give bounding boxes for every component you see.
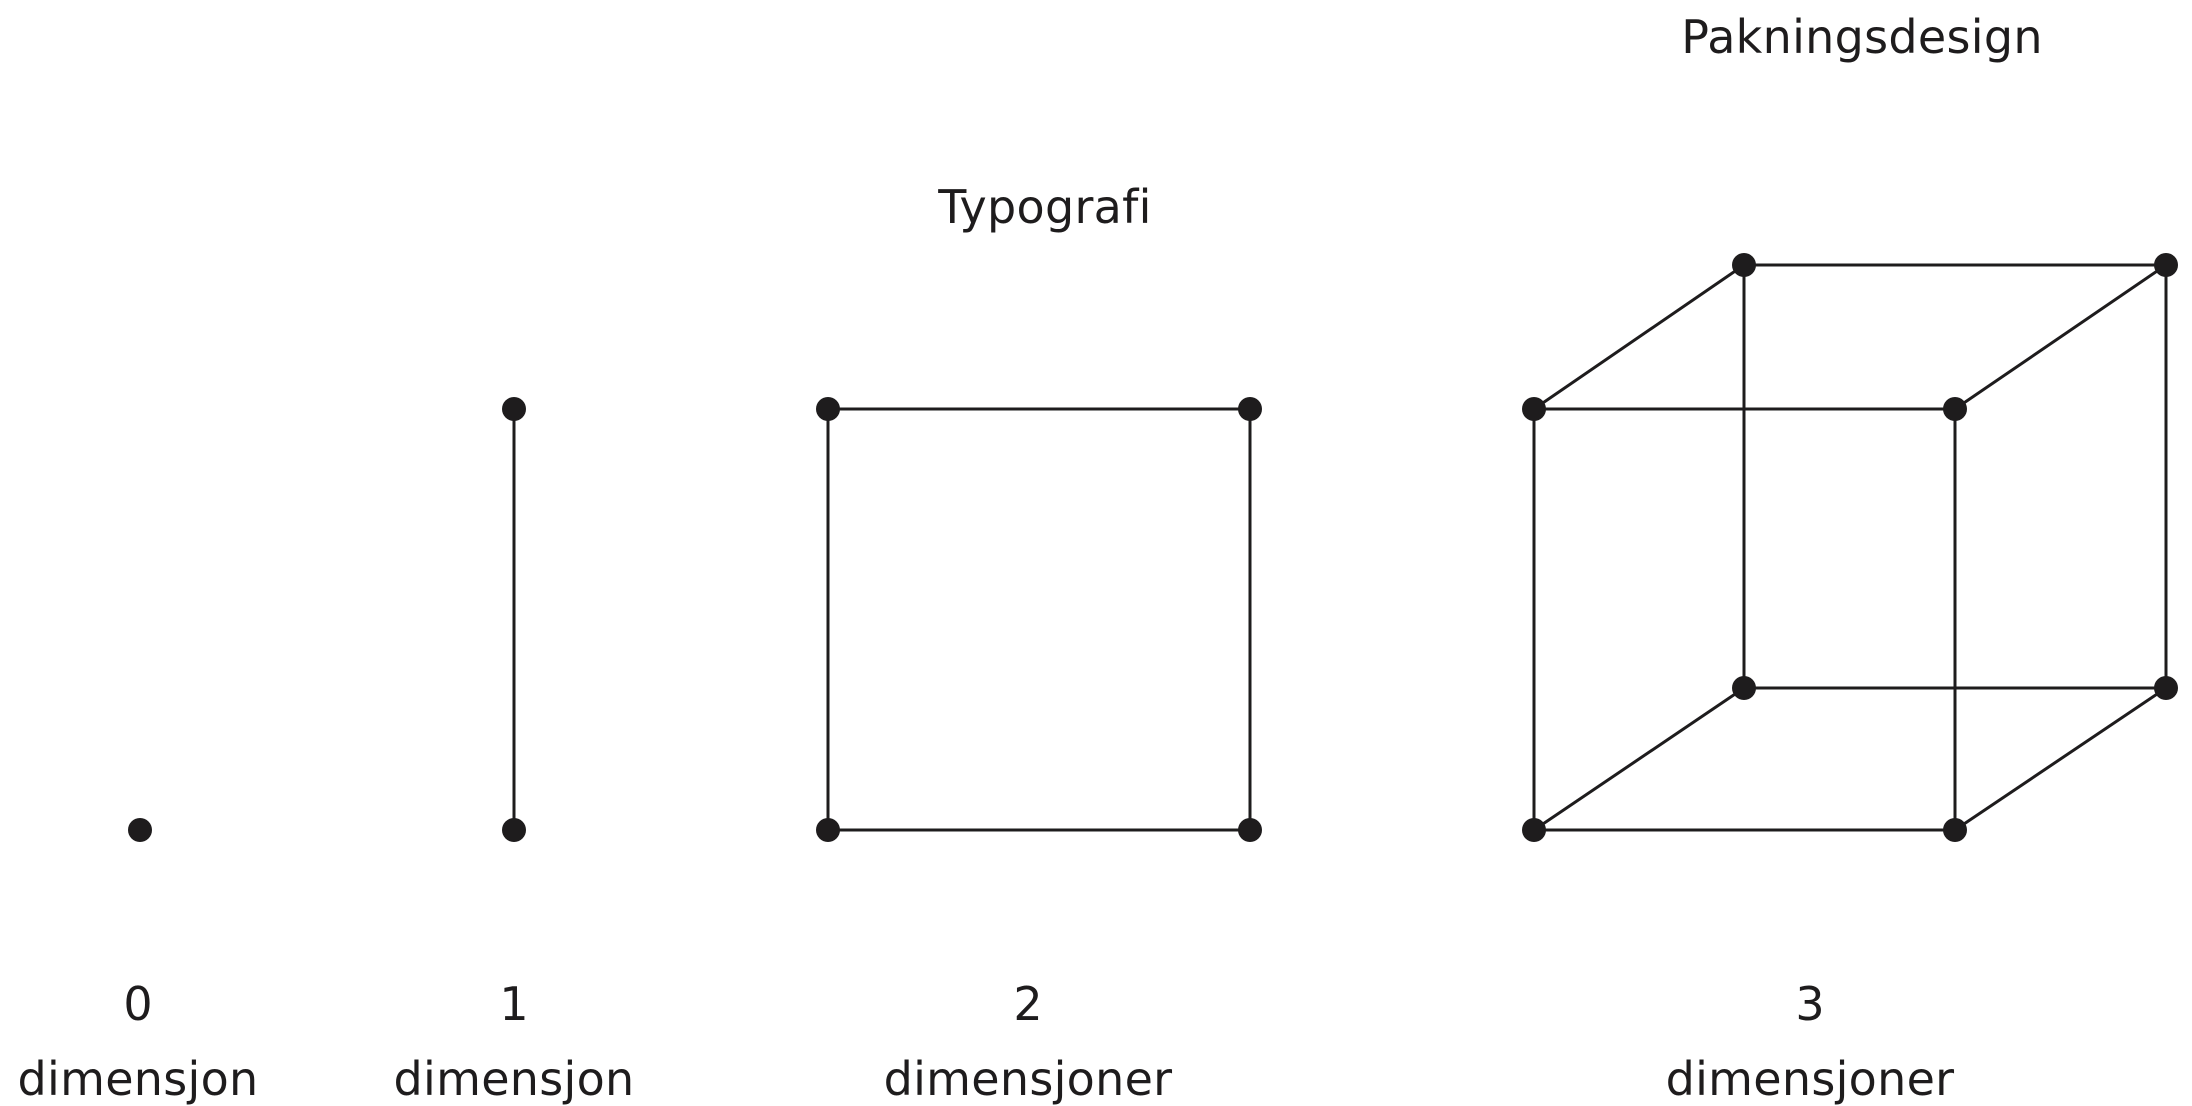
square-vertex bbox=[1238, 818, 1262, 842]
square-vertex bbox=[1238, 397, 1262, 421]
cube-depth-edge bbox=[1954, 263, 2167, 411]
diagram-vertices bbox=[128, 253, 2178, 842]
segment-vertex-bottom bbox=[502, 818, 526, 842]
dimension-3-word: dimensjoner bbox=[1665, 1052, 1955, 1106]
dimension-1-number: 1 bbox=[499, 977, 529, 1031]
dimension-1-word: dimensjon bbox=[393, 1052, 635, 1106]
cube-vertex bbox=[1732, 253, 1756, 277]
cube-vertex bbox=[1943, 397, 1967, 421]
segment-vertex-top bbox=[502, 397, 526, 421]
dimension-2-number: 2 bbox=[1013, 977, 1043, 1031]
cube-vertex bbox=[1522, 818, 1546, 842]
cube-vertex bbox=[1732, 676, 1756, 700]
cube-vertex bbox=[1522, 397, 1546, 421]
cube-vertex bbox=[2154, 676, 2178, 700]
square-vertex bbox=[816, 397, 840, 421]
dimension-0-number: 0 bbox=[123, 977, 153, 1031]
cube-depth-edge bbox=[1533, 686, 1745, 832]
cube-vertex bbox=[1943, 818, 1967, 842]
cube-vertex bbox=[2154, 253, 2178, 277]
cube-depth-edge bbox=[1954, 686, 2167, 832]
dimension-2-word: dimensjoner bbox=[883, 1052, 1173, 1106]
point-vertex bbox=[128, 818, 152, 842]
cube-depth-edge bbox=[1533, 263, 1745, 411]
square-vertex bbox=[816, 818, 840, 842]
packaging-design-label: Pakningsdesign bbox=[1681, 10, 2043, 64]
dimension-3-number: 3 bbox=[1795, 977, 1825, 1031]
dimension-0-word: dimensjon bbox=[17, 1052, 259, 1106]
typography-label: Typografi bbox=[938, 180, 1152, 234]
diagram-edges bbox=[512, 263, 2168, 832]
